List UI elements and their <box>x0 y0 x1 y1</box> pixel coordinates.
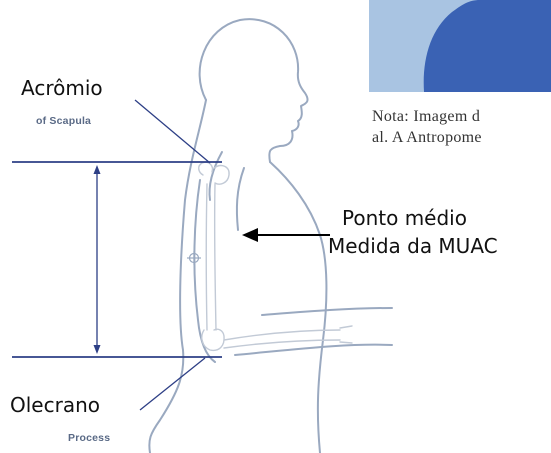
dimension-arrow-down <box>94 345 101 354</box>
dimension-arrow-up <box>94 165 101 174</box>
olecranon-label: Olecrano <box>10 393 100 417</box>
midpoint-label: Ponto médio <box>342 206 467 230</box>
acromion-label: Acrômio <box>21 76 103 100</box>
note-line-2: al. A Antropome <box>372 127 482 148</box>
cropped-photo <box>369 0 551 92</box>
acromion-source-label: of Scapula <box>36 115 91 127</box>
note-line-1: Nota: Imagem d <box>372 106 480 127</box>
olecranon-source-label: Process <box>68 432 110 444</box>
olecranon-leader-line <box>140 358 205 410</box>
muac-measure-label: Medida da MUAC <box>328 234 498 258</box>
midpoint-pointer-arrow <box>242 228 330 242</box>
midpoint-marker <box>187 251 201 265</box>
